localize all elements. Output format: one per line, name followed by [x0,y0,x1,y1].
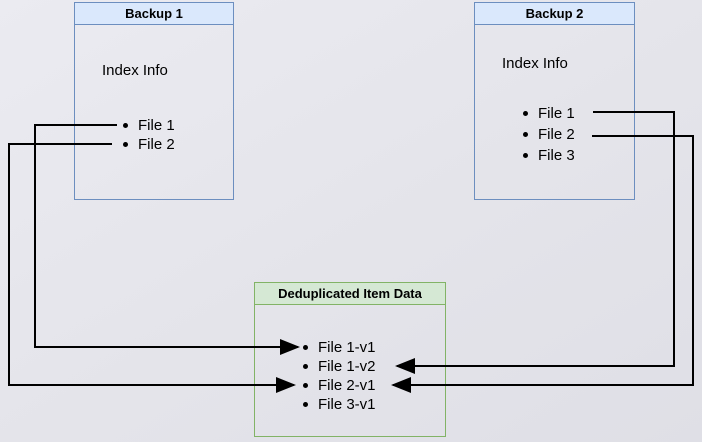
bullet-icon [523,132,528,137]
backup2-file3-label: File 3 [538,147,575,164]
backup1-file-list: File 1 File 2 [123,116,175,154]
dedup-file3v1-label: File 3-v1 [318,396,376,413]
dedup-title: Deduplicated Item Data [278,286,422,301]
dedup-file-list: File 1-v1 File 1-v2 File 2-v1 File 3-v1 [303,338,376,414]
dedup-file2v1-label: File 2-v1 [318,377,376,394]
dedup-box: Deduplicated Item Data File 1-v1 File 1-… [254,282,446,437]
backup1-header: Backup 1 [75,3,233,25]
list-item: File 1-v1 [303,338,376,357]
backup1-subtitle: Index Info [102,62,168,79]
bullet-icon [303,364,308,369]
list-item: File 1 [523,103,575,124]
backup2-header: Backup 2 [475,3,634,25]
list-item: File 1 [123,116,175,135]
backup2-box: Backup 2 Index Info File 1 File 2 File 3 [474,2,635,200]
backup1-box: Backup 1 Index Info File 1 File 2 [74,2,234,200]
list-item: File 1-v2 [303,357,376,376]
bullet-icon [303,345,308,350]
backup2-file2-label: File 2 [538,126,575,143]
list-item: File 3-v1 [303,395,376,414]
bullet-icon [303,383,308,388]
backup1-title: Backup 1 [125,6,183,21]
dedup-file1v1-label: File 1-v1 [318,339,376,356]
bullet-icon [123,123,128,128]
backup1-file2-label: File 2 [138,136,175,153]
backup2-title: Backup 2 [525,6,584,21]
backup2-file1-label: File 1 [538,105,575,122]
backup2-subtitle: Index Info [502,55,568,72]
backup2-file-list: File 1 File 2 File 3 [523,103,575,166]
list-item: File 3 [523,145,575,166]
bullet-icon [523,111,528,116]
bullet-icon [523,153,528,158]
dedup-header: Deduplicated Item Data [255,283,445,305]
bullet-icon [303,402,308,407]
backup1-file1-label: File 1 [138,117,175,134]
dedup-file1v2-label: File 1-v2 [318,358,376,375]
bullet-icon [123,142,128,147]
list-item: File 2 [123,135,175,154]
list-item: File 2-v1 [303,376,376,395]
list-item: File 2 [523,124,575,145]
